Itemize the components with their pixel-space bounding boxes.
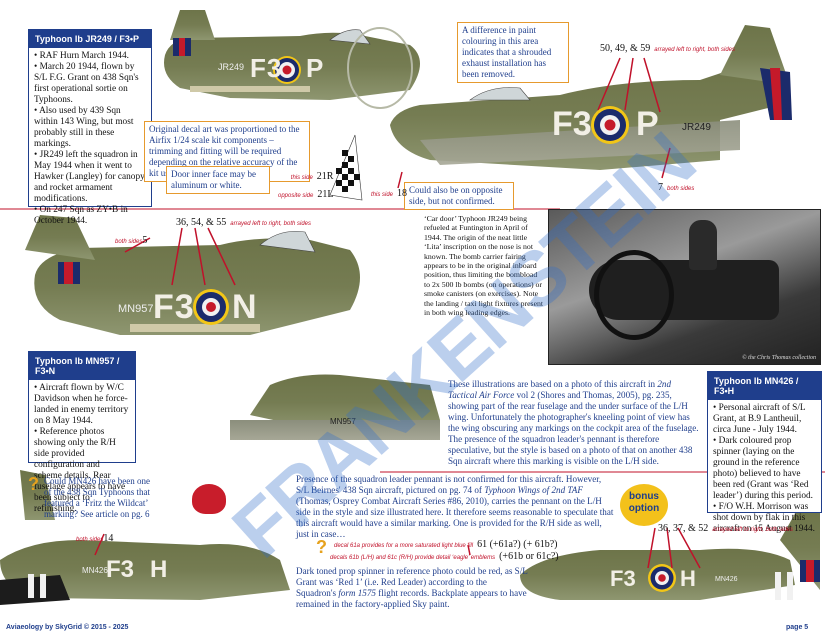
callout-36-54-55: 36, 54, & 55 arrayed left to right, both… [176, 217, 311, 228]
mn957-info-panel: Typhoon Ib MN957 / F3•N • Aircraft flown… [28, 351, 136, 514]
mn426-bullets: • Personal aircraft of S/L Grant, at B.9… [708, 400, 821, 538]
mn426-bullet: • Personal aircraft of S/L Grant, at B.9… [713, 403, 806, 435]
jr249-side-view [164, 10, 420, 109]
photo-caption: ‘Car door’ Typhoon JR249 being refueled … [424, 214, 544, 318]
jr249-large-letter: P [636, 105, 659, 143]
callout-14: both sides14 [76, 533, 114, 544]
pennant-presence-text: Presence of the squadron leader pennant … [296, 474, 614, 539]
jr249-code: F3 [250, 53, 283, 83]
mn426-left-serial: MN426 [82, 566, 108, 575]
jr249-large-code: F3 [552, 105, 592, 143]
callout-50-49-59: 50, 49, & 59 arrayed left to right, both… [600, 43, 735, 54]
mn957-underside-view [230, 374, 440, 440]
jr249-bullet: • Also used by 439 Sqn within 143 Wing, … [34, 106, 134, 149]
door-note: Door inner face may be aluminum or white… [166, 166, 270, 194]
jr249-code-letter: P [306, 53, 324, 83]
jr249-bullet: • March 20 1944, flown by S/L F.G. Grant… [34, 62, 139, 105]
mn426-right-view [520, 505, 820, 600]
mn957-code: F3 [153, 288, 195, 326]
jr249-small-serial: JR249 [218, 62, 245, 72]
callout-5: both sides5 [115, 235, 148, 246]
mn426-header: Typhoon Ib MN426 / F3•H [708, 372, 821, 400]
photo-credit: © the Chris Thomas collection [742, 355, 816, 361]
mn426-right-letter: H [680, 566, 696, 591]
jr249-large-view [390, 25, 792, 170]
question-mark-icon: ? [28, 474, 39, 494]
callout-36-37-52: 36, 37, & 52 arrayed left to right, both… [658, 523, 793, 534]
checkerboard-door [329, 134, 363, 201]
mn426-left-view [0, 470, 290, 605]
mn426-info-panel: Typhoon Ib MN426 / F3•H • Personal aircr… [707, 371, 822, 534]
mn426-bullet: • Dark coloured prop spinner (laying on … [713, 436, 813, 501]
reference-photo: © the Chris Thomas collection [548, 209, 821, 365]
mn426-question-note: Could MN426 have been one of the 438 Sqn… [44, 476, 150, 519]
photo-person [689, 220, 717, 270]
mn426-bullet: • F/O W.H. Morrison was shot down by fla… [713, 502, 815, 534]
callout-arrows [94, 57, 701, 569]
callout-61b: decals 61b (L/H) and 61c (R/H) provide d… [330, 551, 559, 562]
mn957-bullets: • Aircraft flown by W/C Davidson when he… [29, 380, 135, 518]
jr249-side-serial: JR249 [682, 122, 711, 133]
mn957-serial: MN957 [118, 303, 154, 315]
mn957-code-letter: N [232, 288, 257, 326]
jr249-header: Typhoon Ib JR249 / F3•P [29, 30, 151, 48]
wildcat-emblem-icon [192, 484, 226, 514]
jr249-info-panel: Typhoon Ib JR249 / F3•P • RAF Hurn March… [28, 29, 152, 226]
bonus-option-badge: bonus option [620, 484, 668, 526]
page-number: page 5 [786, 624, 809, 631]
spinner-note: Dark toned prop spinner in reference pho… [296, 566, 528, 609]
jr249-bullet: • RAF Hurn March 1944. [34, 51, 129, 61]
mn957-side-view [25, 215, 361, 335]
photo-propeller [594, 250, 674, 340]
illustration-basis-text: These illustrations are based on a photo… [448, 379, 699, 466]
mn957-bullet: • Aircraft flown by W/C Davidson when he… [34, 383, 129, 426]
callout-18: this side 18 [371, 188, 408, 199]
mn957-under-serial: MN957 [330, 417, 356, 426]
callout-21: this side 21R opposite side 21L [278, 171, 334, 200]
question-mark-icon: ? [316, 537, 327, 557]
mn957-header: Typhoon Ib MN957 / F3•N [29, 352, 135, 380]
footer-credit: Aviaeology by SkyGrid © 2015 - 2025 [6, 624, 129, 631]
jr249-bullets: • RAF Hurn March 1944. • March 20 1944, … [29, 48, 151, 230]
jr249-bullet: • On 247 Sqn as ZY•B in October 1944. [34, 205, 128, 226]
mn426-left-letter: H [150, 556, 168, 583]
mn426-right-code: F3 [610, 566, 636, 591]
callout-61: decal 61a provides for a more saturated … [334, 539, 558, 550]
mn957-bullet: • Reference photos showing only the R/H … [34, 427, 126, 514]
paint-note: A difference in paint colouring in this … [457, 22, 569, 83]
callout-7: 7 both sides [658, 182, 695, 193]
opposite-side-note: Could also be on opposite side, but not … [404, 182, 514, 210]
mn426-left-code: F3 [106, 556, 135, 583]
mn426-right-serial: MN426 [715, 576, 738, 583]
jr249-bullet: • JR249 left the squadron in May 1944 wh… [34, 150, 145, 204]
